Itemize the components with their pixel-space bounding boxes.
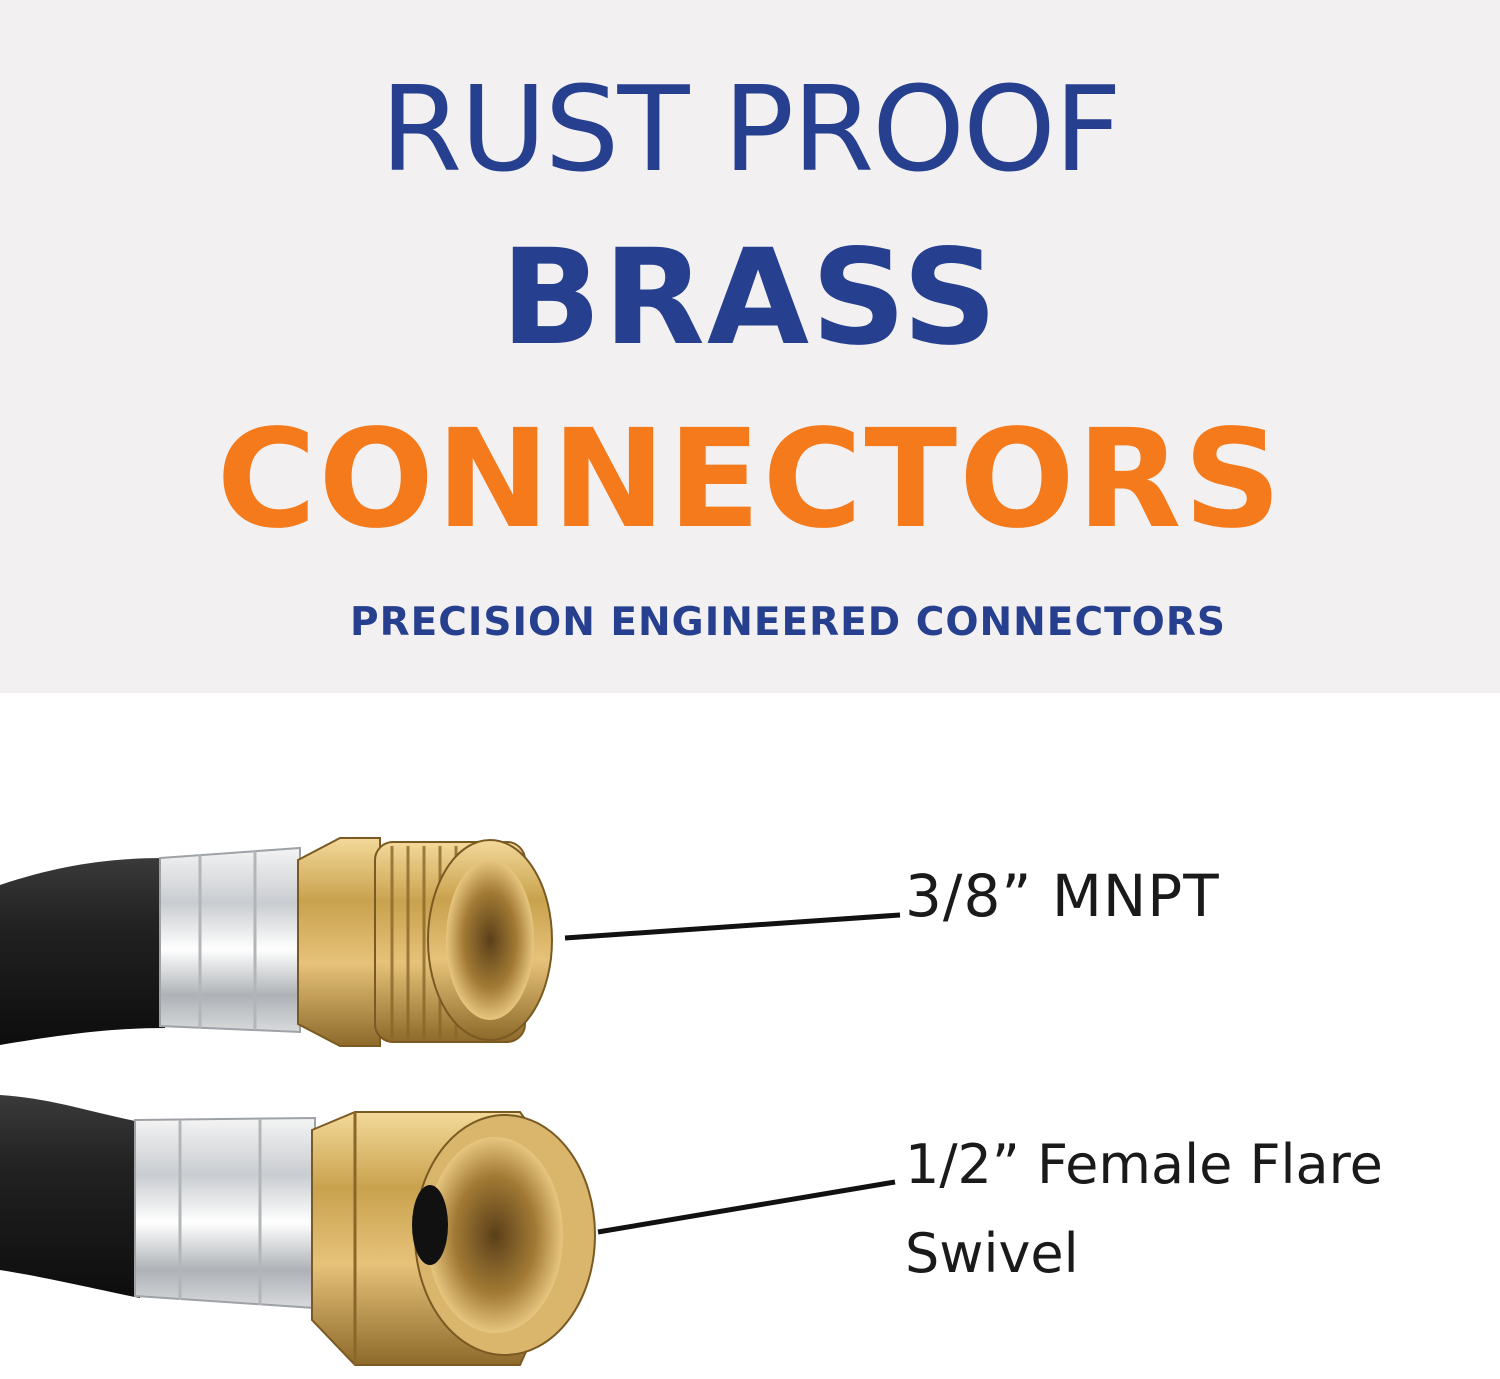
upper-crimp-sleeve (159, 846, 301, 1034)
lower-crimp-sleeve (134, 1116, 316, 1310)
callout-line-bottom (597, 1179, 896, 1235)
headline-connectors: CONNECTORS (216, 401, 1284, 559)
subtitle: PRECISION ENGINEERED CONNECTORS (350, 600, 1226, 645)
upper-hose (0, 858, 165, 1045)
header-banner (0, 0, 1500, 693)
callout-female-flare: 1/2” Female Flare (905, 1133, 1383, 1196)
headline-brass: BRASS (500, 221, 1000, 375)
callout-line-top (564, 912, 901, 941)
brass-fitting-male (297, 837, 381, 1047)
callout-swivel: Swivel (905, 1222, 1079, 1285)
headline-rust-proof: RUST PROOF (380, 60, 1122, 198)
lower-hose (0, 1095, 140, 1298)
hose-photo (0, 837, 901, 1366)
callout-mnpt: 3/8” MNPT (905, 862, 1220, 930)
